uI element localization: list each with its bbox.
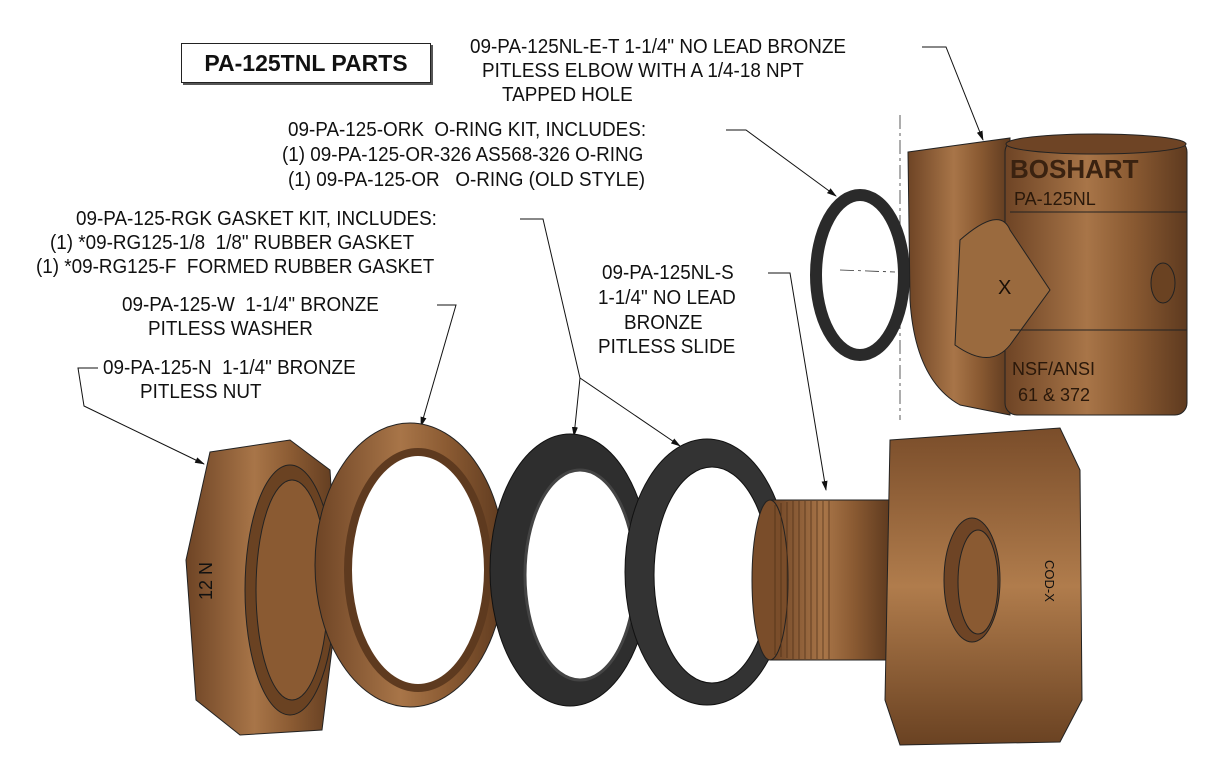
pitless-washer — [314, 422, 506, 708]
o-ring-kit-label-line-3: (1) 09-PA-125-OR O-RING (OLD STYLE) — [288, 168, 646, 191]
o-ring-kit-label-line-2: (1) 09-PA-125-OR-326 AS568-326 O-RING — [282, 143, 644, 166]
slide-marking: COD-X — [1042, 560, 1057, 602]
washer-label-line-1: 09-PA-125-W 1-1/4" BRONZE — [122, 293, 379, 316]
diagram-title: PA-125TNL PARTS — [181, 43, 431, 83]
elbow-cert-marking-2: 61 & 372 — [1018, 385, 1091, 405]
elbow-cert-marking: NSF/ANSI — [1012, 359, 1096, 379]
pitless-slide: COD-X — [751, 427, 1083, 746]
o-ring — [810, 189, 910, 361]
nut-marking: 12 N — [196, 562, 216, 600]
slide-label-line-3: BRONZE — [624, 311, 703, 334]
leader-lines — [77, 46, 984, 491]
elbow-model-marking: PA-125NL — [1014, 189, 1096, 209]
elbow-label-line-1: 09-PA-125NL-E-T 1-1/4" NO LEAD BRONZE — [470, 35, 846, 58]
elbow-brand-marking: BOSHART — [1010, 154, 1139, 184]
o-ring-kit-label-line-1: 09-PA-125-ORK O-RING KIT, INCLUDES: — [288, 118, 647, 141]
gasket-kit-label-line-1: 09-PA-125-RGK GASKET KIT, INCLUDES: — [76, 207, 437, 230]
rubber-gasket — [624, 438, 790, 706]
slide-label-line-2: 1-1/4" NO LEAD — [598, 286, 736, 309]
gasket-kit-label-line-2: (1) *09-RG125-1/8 1/8" RUBBER GASKET — [50, 231, 415, 254]
nut-label-line-1: 09-PA-125-N 1-1/4" BRONZE — [103, 356, 356, 379]
nut-label-line-2: PITLESS NUT — [140, 380, 262, 403]
elbow-label-line-2: PITLESS ELBOW WITH A 1/4-18 NPT — [482, 59, 804, 82]
slide-label-line-4: PITLESS SLIDE — [598, 335, 736, 358]
slide-label-line-1: 09-PA-125NL-S — [602, 261, 734, 284]
elbow-label-line-3: TAPPED HOLE — [502, 83, 633, 106]
elbow-x-marking: X — [998, 277, 1012, 299]
gasket-kit-label-line-3: (1) *09-RG125-F FORMED RUBBER GASKET — [36, 255, 435, 278]
pitless-nut: 12 N — [185, 439, 339, 736]
formed-rubber-gasket — [489, 433, 651, 707]
washer-label-line-2: PITLESS WASHER — [148, 317, 313, 340]
pitless-elbow — [907, 133, 1188, 416]
